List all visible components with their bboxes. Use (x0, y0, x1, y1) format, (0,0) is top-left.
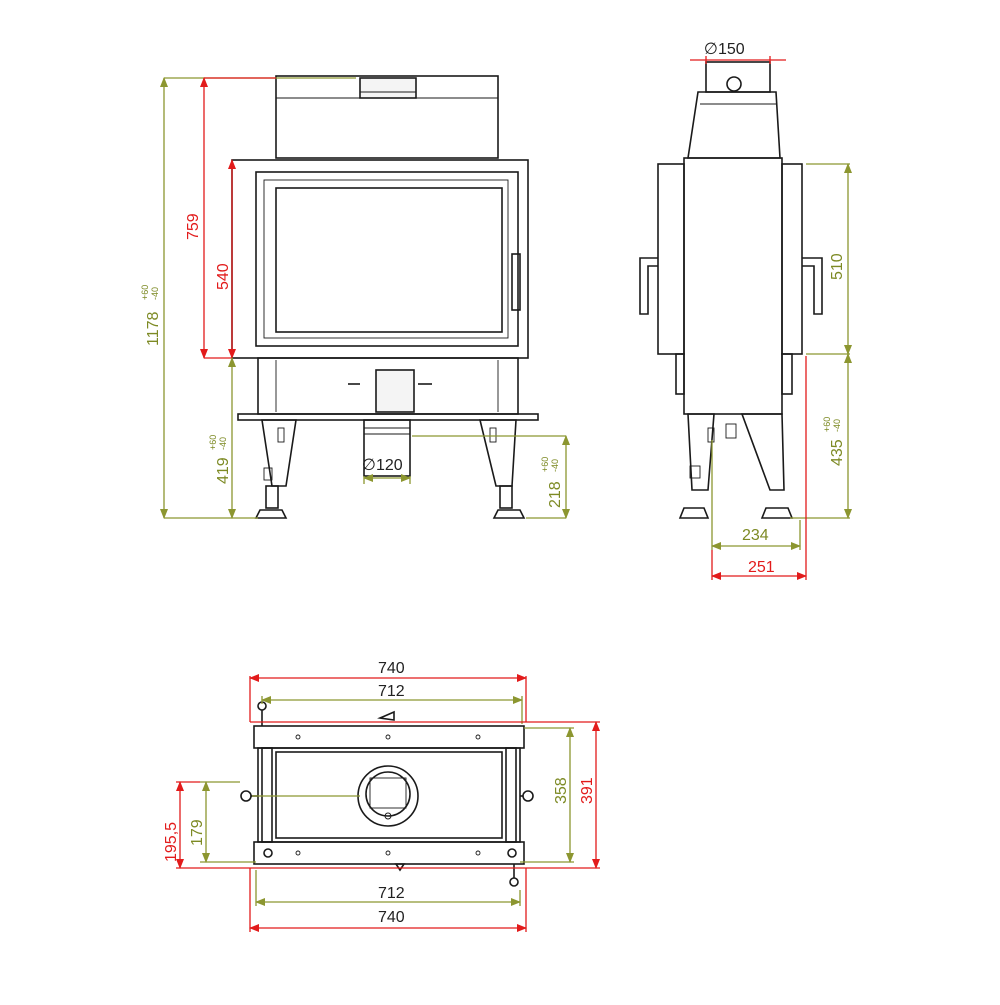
front-convection-housing (275, 75, 499, 159)
dim-510: 510 (829, 253, 846, 280)
dim-358: 358 (553, 777, 570, 804)
front-glass (275, 187, 503, 333)
dim-218: 218 (547, 481, 564, 508)
side-front-panel (657, 163, 685, 355)
dim-435-tol-plus: +60 (822, 417, 832, 432)
dim-435-tol-minus: -40 (832, 419, 842, 432)
top-view (240, 701, 534, 887)
dim-1178-tol-minus: -40 (150, 287, 160, 300)
dim-179: 179 (189, 819, 206, 846)
side-view (639, 61, 823, 519)
dim-419: 419 (215, 457, 232, 484)
top-dimensions: 740 712 712 740 358 391 179 (163, 660, 600, 932)
side-leg-front (687, 413, 715, 491)
dim-712-bottom: 712 (378, 885, 405, 902)
dim-712-top: 712 (378, 683, 405, 700)
dim-419-tol-minus: -40 (218, 437, 228, 450)
side-handle-left (639, 257, 658, 315)
side-handle-right (802, 257, 823, 315)
side-back-panel (781, 163, 803, 355)
dim-1178-tol-plus: +60 (140, 285, 150, 300)
dim-740-top: 740 (378, 660, 405, 677)
dim-1178: 1178 (145, 311, 162, 346)
front-dimensions: 1178 +60 -40 759 540 419 +60 -40 218 +60… (140, 77, 570, 519)
top-back-plate (253, 841, 525, 865)
front-floor-plate (237, 413, 539, 421)
side-dimensions: ∅150 510 435 +60 -40 234 251 (690, 41, 852, 580)
front-leg-right (478, 419, 517, 487)
top-front-plate (253, 725, 525, 749)
front-leg-left (261, 419, 297, 487)
dim-dia-120: ∅120 (362, 457, 403, 474)
top-body (257, 747, 521, 843)
dim-195-5: 195,5 (163, 822, 180, 862)
front-door-inner (255, 171, 519, 347)
top-flue-collar (357, 765, 419, 827)
dim-419-tol-plus: +60 (208, 435, 218, 450)
front-flue-collar (359, 77, 417, 99)
dim-759: 759 (185, 213, 202, 240)
dim-435: 435 (829, 439, 846, 466)
dim-740-bottom: 740 (378, 909, 405, 926)
front-air-box (375, 369, 415, 413)
front-view (231, 75, 539, 519)
dim-dia-150: ∅150 (704, 41, 745, 58)
side-flue (705, 61, 771, 93)
side-body (683, 157, 783, 415)
side-convection-top (687, 91, 781, 159)
dim-234: 234 (742, 527, 769, 544)
dim-540: 540 (215, 263, 232, 290)
front-door-handle (511, 253, 521, 311)
dim-391: 391 (579, 777, 596, 804)
dim-218-tol-minus: -40 (550, 459, 560, 472)
side-leg-back (740, 413, 785, 491)
dim-251: 251 (748, 559, 775, 576)
dim-218-tol-plus: +60 (540, 457, 550, 472)
